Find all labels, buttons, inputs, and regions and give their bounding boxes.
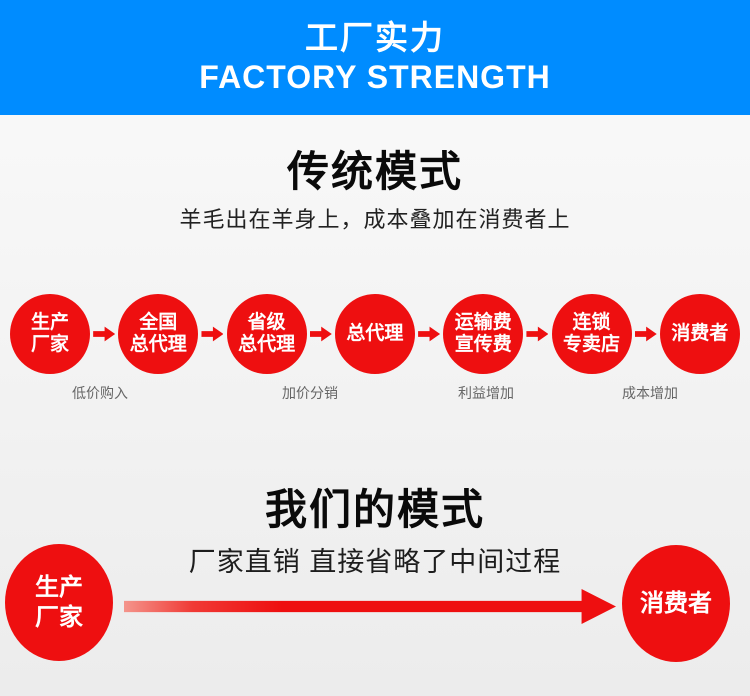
chain-node-national-agent: 全国 总代理 — [118, 294, 199, 374]
traditional-model-subtitle: 羊毛出在羊身上，成本叠加在消费者上 — [179, 207, 571, 232]
header-title-chinese: 工厂实力 — [305, 19, 445, 57]
chain-node-label: 运输费 宣传费 — [454, 311, 512, 355]
direct-node-producer: 生产 厂家 — [5, 544, 113, 661]
chain-node-label: 省级 总代理 — [238, 311, 296, 355]
direct-sales-arrow-icon — [124, 589, 616, 624]
direct-node-consumer: 消费者 — [622, 545, 730, 662]
note-cost-increase: 成本增加 — [622, 385, 678, 401]
supply-chain-diagram: 生产 厂家 全国 总代理 省级 总代理 总代理 运输费 宣传费 连锁 专卖店 消… — [0, 293, 750, 375]
chain-node-label: 全国 总代理 — [129, 311, 187, 355]
chain-node-general-agent: 总代理 — [334, 294, 415, 374]
chain-node-label: 生产 厂家 — [30, 311, 69, 355]
chain-node-label: 连锁 专卖店 — [563, 311, 621, 355]
arrow-right-icon — [418, 326, 441, 342]
chain-node-label: 总代理 — [346, 322, 404, 344]
note-low-price-purchase: 低价购入 — [72, 385, 128, 401]
header-title-english: FACTORY STRENGTH — [199, 59, 551, 96]
direct-node-label: 消费者 — [640, 589, 712, 617]
chain-node-provincial-agent: 省级 总代理 — [226, 294, 307, 374]
note-markup-distribution: 加价分销 — [282, 385, 338, 401]
arrow-right-icon — [309, 326, 332, 342]
header-banner: 工厂实力 FACTORY STRENGTH — [0, 0, 750, 115]
arrow-right-icon — [201, 326, 224, 342]
chain-node-shipping-advertising: 运输费 宣传费 — [443, 294, 524, 374]
chain-node-consumer: 消费者 — [659, 294, 740, 374]
chain-node-manufacturer: 生产 厂家 — [10, 294, 90, 374]
traditional-model-title: 传统模式 — [286, 148, 463, 195]
our-model-title: 我们的模式 — [264, 486, 485, 533]
direct-node-label: 生产 厂家 — [35, 573, 83, 631]
arrow-right-icon — [634, 326, 657, 342]
arrow-right-icon — [93, 326, 116, 342]
arrow-right-icon — [526, 326, 549, 342]
note-profit-increase: 利益增加 — [458, 385, 514, 401]
our-model-subtitle: 厂家直销 直接省略了中间过程 — [188, 547, 562, 577]
chain-node-label: 消费者 — [671, 322, 729, 344]
chain-node-chain-store: 连锁 专卖店 — [551, 294, 632, 374]
